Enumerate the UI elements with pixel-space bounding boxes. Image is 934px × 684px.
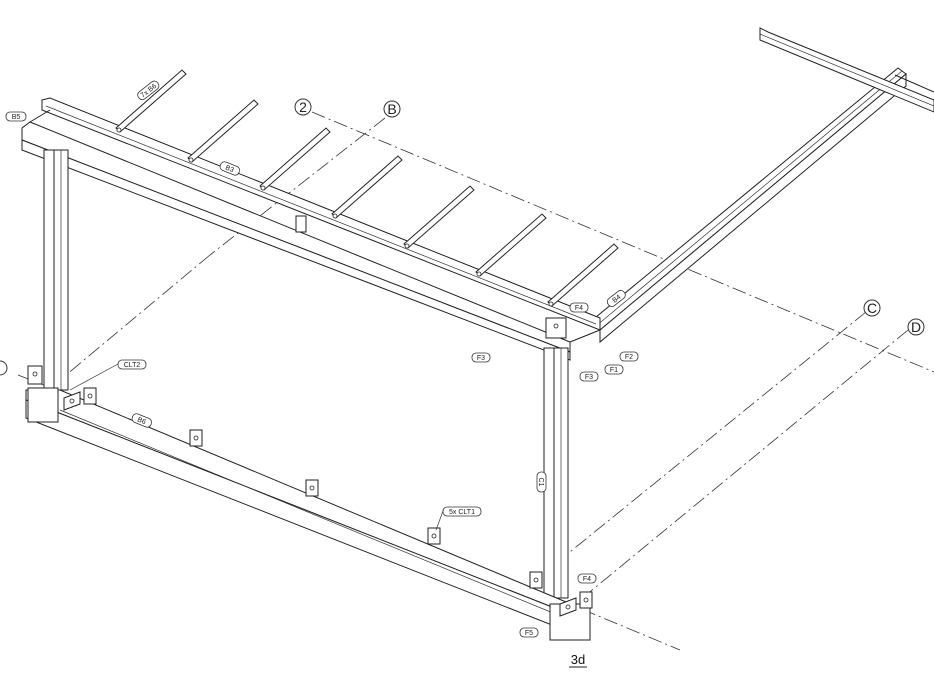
svg-text:B: B (387, 101, 396, 117)
svg-text:F4: F4 (575, 305, 583, 312)
svg-text:F1: F1 (610, 367, 618, 374)
grid-bubble-b: B (383, 100, 401, 118)
svg-text:F2: F2 (625, 354, 633, 361)
svg-text:5x CLT1: 5x CLT1 (449, 509, 475, 516)
svg-text:C: C (867, 300, 877, 316)
bottom-beam (25, 387, 591, 641)
svg-text:B3: B3 (224, 165, 235, 175)
tag-f4: F4 (569, 302, 589, 313)
svg-text:F5: F5 (525, 630, 533, 637)
svg-text:B6: B6 (136, 417, 147, 427)
svg-text:F3: F3 (585, 374, 593, 381)
tag-clt1: 5x CLT1 (435, 506, 482, 531)
column-right (543, 347, 569, 599)
svg-text:B5: B5 (12, 114, 21, 121)
svg-text:F3: F3 (477, 355, 485, 362)
grid-bubble-2: 2 (294, 98, 312, 116)
tag-f1: F1 (604, 364, 624, 375)
tag-b4: B4 (606, 289, 626, 307)
svg-text:CLT2: CLT2 (124, 362, 141, 369)
clips (27, 365, 593, 617)
grid-bubble-partial-left (0, 360, 8, 376)
svg-text:D: D (911, 319, 921, 335)
tag-clt2: CLT2 (69, 359, 147, 391)
view-label: 3d (569, 652, 587, 668)
tag-f5: F5 (519, 627, 539, 638)
purlins (115, 69, 619, 307)
svg-text:2: 2 (299, 99, 307, 115)
tag-b6-lower: B6 (131, 413, 152, 428)
tag-b5: B5 (5, 111, 27, 122)
top-beam (21, 97, 601, 361)
column-left (43, 149, 69, 391)
tag-f2: F2 (619, 351, 639, 362)
tag-f3-side: F3 (579, 371, 599, 382)
grid-bubble-d: D (907, 318, 925, 336)
tag-b3: B3 (219, 161, 240, 176)
tag-c1: C1 (536, 471, 547, 493)
grid-bubble-c: C (863, 299, 881, 317)
svg-text:C1: C1 (537, 478, 544, 487)
svg-text:3d: 3d (571, 652, 585, 667)
svg-text:B4: B4 (611, 294, 622, 305)
svg-text:F4: F4 (583, 576, 591, 583)
beam-b4 (589, 27, 934, 344)
tag-f4-lower: F4 (577, 573, 597, 584)
tag-f3-upper: F3 (471, 352, 491, 363)
